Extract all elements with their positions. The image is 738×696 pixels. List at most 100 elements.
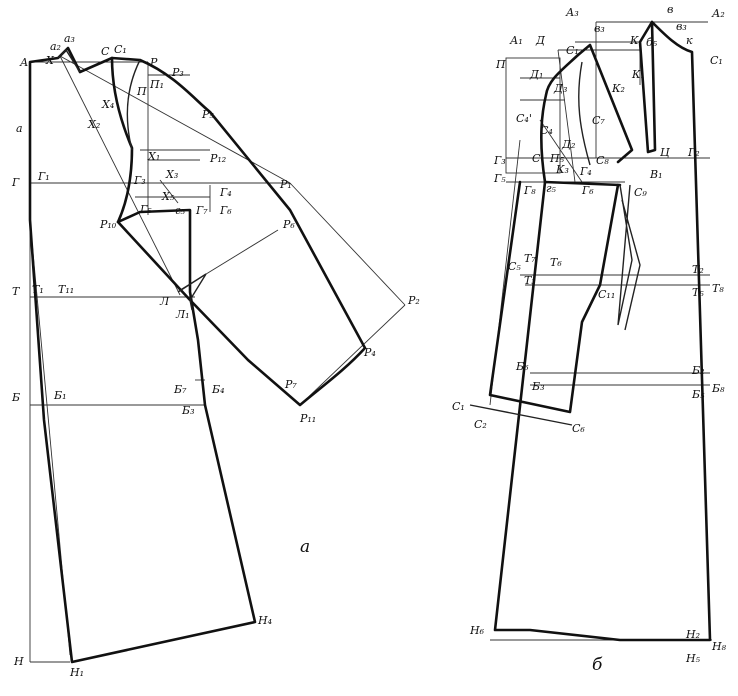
- label-B1: Б₁: [53, 389, 67, 402]
- label-G5: Г₅: [139, 203, 152, 216]
- label-g5: г₅: [175, 204, 186, 217]
- label-Ts: Ц: [660, 146, 670, 159]
- label-P11: Р₁₁: [299, 412, 316, 425]
- label-C9: С₉: [634, 186, 647, 199]
- label-B3-r: Б₃: [531, 380, 545, 393]
- label-C4: С₄: [540, 124, 553, 137]
- label-B4: Б₄: [211, 383, 225, 396]
- label-G6: Г₆: [219, 204, 232, 217]
- label-G5-r: Г₅: [493, 172, 506, 185]
- label-a2: а₂: [50, 40, 61, 53]
- label-H8: Н₈: [711, 640, 727, 653]
- label-P6: Р₆: [282, 218, 295, 231]
- label-G2: Г₂: [687, 146, 700, 159]
- label-G6-r: Г₆: [581, 184, 594, 197]
- label-D2: Д₂: [561, 138, 575, 151]
- label-H: Н: [13, 655, 24, 668]
- label-A3: А₃: [565, 6, 579, 19]
- label-A: А: [19, 56, 28, 69]
- label-G: Г: [11, 176, 20, 189]
- label-G4: Г₄: [219, 186, 232, 199]
- label-Kr: к: [686, 34, 693, 47]
- label-K3: К₃: [555, 163, 569, 176]
- label-P7: Р₇: [284, 378, 297, 391]
- construction-lines-a: [29, 55, 406, 663]
- outline-a: [28, 46, 367, 664]
- label-B7: Б₇: [173, 383, 187, 396]
- label-D3: Д₃: [553, 82, 567, 95]
- label-T2: Т₂: [692, 263, 704, 276]
- label-C11: С₁₁: [598, 288, 615, 301]
- label-T8: Т₈: [712, 282, 724, 295]
- label-K: К: [629, 34, 639, 47]
- label-C1: С₁: [114, 43, 127, 56]
- label-G1: Г₁: [37, 170, 50, 183]
- label-G4-r: Г₄: [579, 165, 592, 178]
- caption-b: б: [592, 655, 603, 675]
- label-b5: б₅: [646, 36, 658, 49]
- label-K1: К₁: [631, 68, 645, 81]
- label-C1r: С₁: [566, 44, 579, 57]
- label-Pi5: П₅: [549, 152, 565, 165]
- label-B2: Б₂: [691, 364, 705, 377]
- label-P10: Р₁₀: [99, 218, 117, 231]
- label-X1: Х₁: [147, 150, 160, 163]
- label-C2: С₂: [474, 418, 487, 431]
- outline-b: [469, 20, 712, 642]
- labels-a: А а₂ а₃ Х С С₁ Р Р₃ П₁ П Х₄ Х₂ Р₅ а Х₁ Р…: [11, 32, 420, 679]
- label-C5: С₅: [508, 260, 521, 273]
- label-P12: Р₁₂: [209, 152, 226, 165]
- label-B: Б: [11, 391, 20, 404]
- label-T1: Т₁: [32, 283, 44, 296]
- label-G8: Г₈: [523, 184, 536, 197]
- label-X5: Х₅: [161, 190, 175, 203]
- label-P: Р: [149, 56, 158, 69]
- label-T7: Т₇: [524, 252, 536, 265]
- label-B3: Б₃: [181, 404, 195, 417]
- label-T11: Т₁₁: [58, 283, 74, 296]
- label-P1: П₁: [149, 78, 164, 91]
- label-D1: Д₁: [529, 68, 543, 81]
- label-v: в: [667, 3, 673, 16]
- label-P2: Р₂: [407, 294, 420, 307]
- label-g5-r: г₅: [546, 182, 557, 195]
- label-P3: Р₃: [171, 66, 184, 79]
- label-T5: Т₅: [692, 286, 704, 299]
- label-P5: Р₅: [201, 108, 214, 121]
- label-a: а: [16, 122, 23, 135]
- label-v3: в₃: [594, 22, 605, 35]
- figure-a: А а₂ а₃ Х С С₁ Р Р₃ П₁ П Х₄ Х₂ Р₅ а Х₁ Р…: [11, 32, 420, 679]
- label-H6: Н₆: [469, 624, 485, 637]
- label-A1: А₁: [509, 34, 523, 47]
- label-B5: Б₅: [691, 388, 705, 401]
- label-G3: Г₃: [133, 174, 146, 187]
- label-C1-right: С₁: [710, 54, 723, 67]
- label-B8: Б₈: [711, 382, 725, 395]
- label-T: Т: [12, 285, 21, 298]
- label-H1: Н₁: [69, 666, 84, 679]
- label-T3: Т₃: [524, 274, 536, 287]
- label-Pi: П: [136, 85, 147, 98]
- label-L: Л: [159, 295, 170, 308]
- label-Pi-r: П: [495, 58, 506, 71]
- label-P1r: Р₁: [279, 178, 292, 191]
- label-C-r: С: [532, 152, 541, 165]
- figure-b: А₃ в А₂ А₁ Д в₃ К б₅ в₃ к С₁ С₁ П Д₁ Д₃ …: [452, 3, 727, 675]
- label-G3-r: Г₃: [493, 154, 506, 167]
- label-T6: Т₆: [550, 256, 562, 269]
- label-H5: Н₅: [685, 652, 701, 665]
- label-a3: а₃: [64, 32, 75, 45]
- label-K2: К₂: [611, 82, 625, 95]
- label-A2: А₂: [711, 7, 725, 20]
- label-D: Д: [535, 34, 546, 47]
- label-G7: Г₇: [195, 204, 208, 217]
- label-L1: Л₁: [175, 308, 190, 321]
- label-C7: С₇: [592, 114, 605, 127]
- label-X4: Х₄: [101, 98, 114, 111]
- label-B6: Б₆: [515, 360, 529, 373]
- label-X3: Х₃: [165, 168, 178, 181]
- label-C6: С₆: [572, 422, 585, 435]
- label-P4: Р₄: [363, 346, 376, 359]
- label-X2: Х₂: [87, 118, 100, 131]
